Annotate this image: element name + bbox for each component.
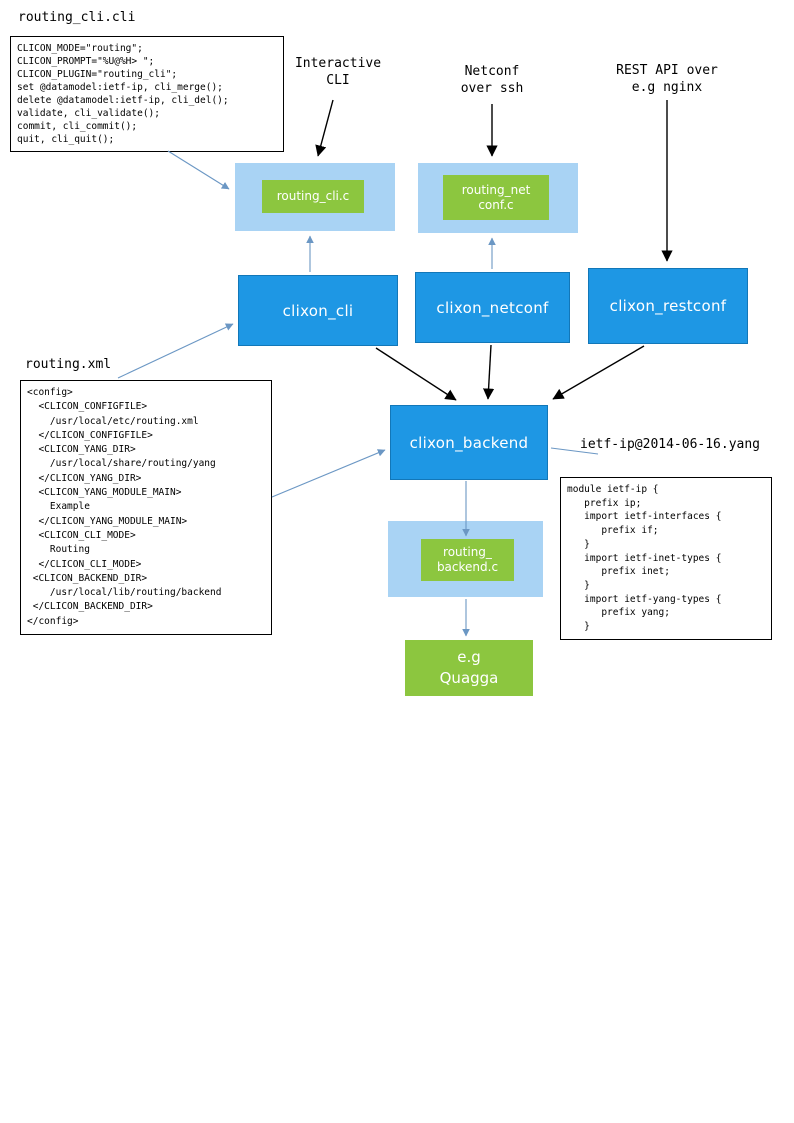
arrow-xml-file-to-clixon-cli xyxy=(117,323,234,379)
rest-api-label: REST API over e.g nginx xyxy=(616,63,718,95)
routing-backend-c-node: routing_ backend.c xyxy=(421,539,514,581)
routing-cli-code-box: CLICON_MODE="routing"; CLICON_PROMPT="%U… xyxy=(10,36,284,152)
arrow-clixon-netconf-to-backend xyxy=(482,344,495,400)
routing-netconf-c-node: routing_net conf.c xyxy=(443,175,549,220)
arrow-xml-file-to-clixon-backend xyxy=(271,449,386,498)
interactive-cli-label: Interactive CLI xyxy=(294,56,382,88)
routing-xml-file-title: routing.xml xyxy=(25,357,112,372)
routing-netconf-c-container: routing_net conf.c xyxy=(418,163,578,233)
routing-cli-c-node: routing_cli.c xyxy=(262,180,364,213)
clixon-restconf-node: clixon_restconf xyxy=(588,268,748,344)
routing-cli-c-container: routing_cli.c xyxy=(235,163,395,231)
arrow-clixon-cli-to-backend xyxy=(375,347,457,401)
quagga-node: e.g Quagga xyxy=(405,640,533,696)
routing-backend-c-container: routing_ backend.c xyxy=(388,521,543,597)
routing-cli-file-title: routing_cli.cli xyxy=(18,10,136,25)
arrow-interactive-cli-to-routing-cli-c xyxy=(315,99,334,157)
clixon-backend-node: clixon_backend xyxy=(390,405,548,480)
ietf-ip-yang-file-title: ietf-ip@2014-06-16.yang xyxy=(580,437,761,452)
netconf-over-ssh-label: Netconf over ssh xyxy=(460,64,524,96)
clixon-netconf-node: clixon_netconf xyxy=(415,272,570,343)
clixon-cli-node: clixon_cli xyxy=(238,275,398,346)
arrow-cli-file-to-routing-cli-c xyxy=(167,150,230,190)
routing-xml-code-box: <config> <CLICON_CONFIGFILE> /usr/local/… xyxy=(20,380,272,636)
ietf-ip-yang-code-box: module ietf-ip { prefix ip; import ietf-… xyxy=(560,477,772,640)
arrow-clixon-restconf-to-backend xyxy=(552,345,645,400)
